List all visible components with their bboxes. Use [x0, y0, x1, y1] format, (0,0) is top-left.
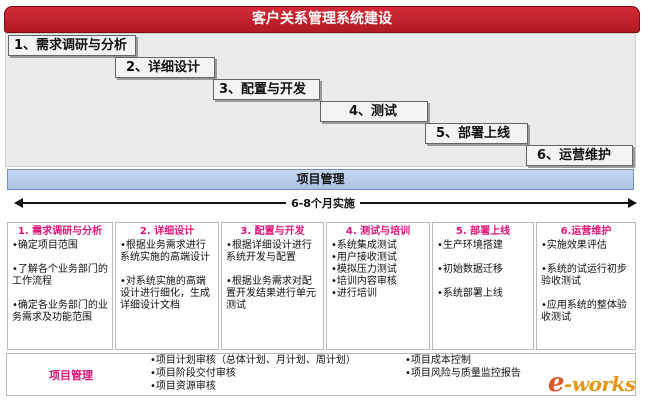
phase-item: •进行培训 [331, 288, 377, 299]
phase-item: •培训内容审核 [331, 276, 397, 287]
pm-item: •项目资源审核 [150, 381, 216, 392]
pm-item: •项目成本控制 [405, 355, 471, 366]
phase-item: •系统的试运行初步验收测试 [541, 264, 627, 287]
timeline-line [18, 202, 630, 204]
phase-title: 6.运营维护 [560, 226, 612, 237]
phase-title: 4. 测试与培训 [345, 226, 411, 237]
stage-testing: 4、测试 [320, 101, 428, 122]
eworks-logo: e-works [548, 368, 636, 398]
phase-item: •系统部署上线 [437, 288, 503, 299]
phase-title: 3. 配置与开发 [240, 226, 305, 237]
stage-detailed-design: 2、详细设计 [115, 57, 215, 78]
phase-item: •生产环境搭建 [437, 240, 503, 251]
phase-title: 1. 需求调研与分析 [17, 226, 103, 237]
stage-requirements: 1、需求调研与分析 [8, 35, 136, 56]
phase-title: 5. 部署上线 [455, 226, 511, 237]
pm-items-column-2: •项目成本控制 •项目风险与质量监控报告 [405, 354, 521, 380]
logo-text: -works [564, 372, 636, 396]
phase-item: •根据业务需求对配置开发结果进行单元测试 [226, 276, 316, 311]
logo-e: e [548, 368, 565, 398]
phase-item: •根据详细设计进行系统开发与配置 [226, 240, 312, 263]
page-title-banner: 客户关系管理系统建设 [4, 6, 640, 33]
phase-card-operations: 6.运营维护 •实施效果评估 •系统的试运行初步验收测试 •应用系统的整体验收测… [536, 222, 636, 350]
project-management-box [6, 353, 636, 396]
phase-item: •了解各个业务部门的工作流程 [12, 264, 108, 287]
pm-item: •项目风险与质量监控报告 [405, 368, 521, 379]
phase-item: •对系统实施的高端设计进行细化，生成详细设计文档 [120, 276, 210, 311]
phase-title: 2. 详细设计 [139, 226, 195, 237]
phase-item: •模拟压力测试 [331, 264, 397, 275]
phase-card-requirements: 1. 需求调研与分析 •确定项目范围 •了解各个业务部门的工作流程 •确定各业务… [7, 222, 113, 350]
arrow-left-icon [14, 198, 23, 208]
phase-item: •应用系统的整体验收测试 [541, 300, 627, 323]
phase-card-deployment: 5. 部署上线 •生产环境搭建 •初始数据迁移 •系统部署上线 [432, 222, 534, 350]
phase-item: •用户接收测试 [331, 252, 397, 263]
pm-item: •项目计划审核（总体计划、月计划、周计划） [150, 355, 356, 366]
phase-card-config-dev: 3. 配置与开发 •根据详细设计进行系统开发与配置 •根据业务需求对配置开发结果… [221, 222, 324, 350]
phase-item: •确定项目范围 [12, 240, 78, 251]
stage-config-dev: 3、配置与开发 [213, 79, 320, 100]
project-management-label: 项目管理 [49, 369, 93, 382]
pm-item: •项目阶段交付审核 [150, 368, 236, 379]
phase-card-testing-training: 4. 测试与培训 •系统集成测试 •用户接收测试 •模拟压力测试 •培训内容审核… [326, 222, 430, 350]
project-management-bar: 项目管理 [7, 169, 634, 190]
phase-item: •系统集成测试 [331, 240, 397, 251]
phase-item: •初始数据迁移 [437, 264, 503, 275]
phase-card-detailed-design: 2. 详细设计 •根据业务需求进行系统实施的高端设计 •对系统实施的高端设计进行… [115, 222, 219, 350]
phase-item: •实施效果评估 [541, 240, 607, 251]
arrow-right-icon [628, 198, 637, 208]
stage-operations: 6、运营维护 [526, 145, 633, 166]
stage-deployment: 5、部署上线 [425, 123, 528, 144]
phase-item: •根据业务需求进行系统实施的高端设计 [120, 240, 210, 263]
phase-item: •确定各业务部门的业务需求及功能范围 [12, 300, 108, 323]
pm-items-column-1: •项目计划审核（总体计划、月计划、周计划） •项目阶段交付审核 •项目资源审核 [150, 354, 356, 393]
